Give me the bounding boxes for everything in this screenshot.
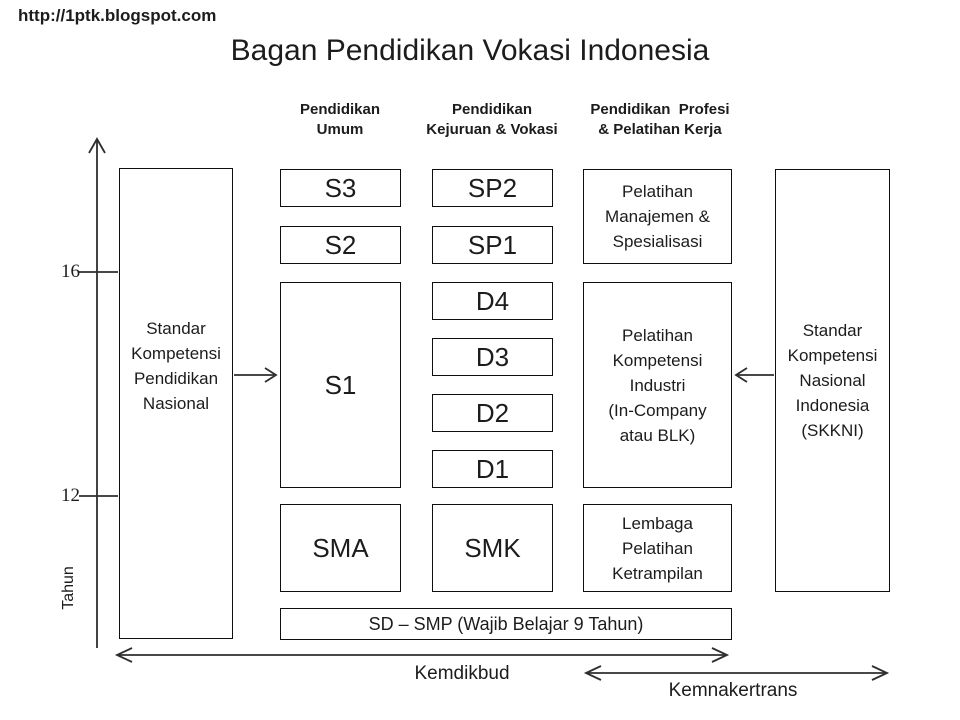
box-skkni: Standar Kompetensi Nasional Indonesia (S… xyxy=(775,169,890,592)
kemnakertrans-label: Kemnakertrans xyxy=(668,680,798,701)
box-sd-smp-wajib-belajar: SD – SMP (Wajib Belajar 9 Tahun) xyxy=(280,608,732,640)
box-standar-kompetensi-pendidikan-nasional: Standar Kompetensi Pendidikan Nasional xyxy=(119,168,233,639)
box-s3: S3 xyxy=(280,169,401,207)
box-sma: SMA xyxy=(280,504,401,592)
header-pendidikan-umum: Pendidikan Umum xyxy=(299,101,381,138)
kemnakertrans-range-arrow xyxy=(583,665,890,681)
box-lembaga-pelatihan-ketrampilan: Lembaga Pelatihan Ketrampilan xyxy=(583,504,732,592)
box-sp1: SP1 xyxy=(432,226,553,264)
box-d3: D3 xyxy=(432,338,553,376)
arrow-standar-pendidikan-to-s1 xyxy=(234,367,278,383)
header-pendidikan-kejuruan-vokasi: Pendidikan Kejuruan & Vokasi xyxy=(426,101,558,138)
source-url: http://1ptk.blogspot.com xyxy=(18,6,217,25)
box-pelatihan-kompetensi-industri: Pelatihan Kompetensi Industri (In-Compan… xyxy=(583,282,732,488)
header-pendidikan-profesi-pelatihan: Pendidikan Profesi & Pelatihan Kerja xyxy=(590,101,730,138)
axis-tick-16-label: 16 xyxy=(61,261,80,282)
box-smk: SMK xyxy=(432,504,553,592)
box-pelatihan-manajemen-spesialisasi: Pelatihan Manajemen & Spesialisasi xyxy=(583,169,732,264)
page-title: Bagan Pendidikan Vokasi Indonesia xyxy=(230,34,710,67)
kemdikbud-label: Kemdikbud xyxy=(414,663,510,684)
box-d2: D2 xyxy=(432,394,553,432)
axis-tahun-label: Tahun xyxy=(60,566,77,610)
year-axis-arrow xyxy=(79,137,118,648)
kemdikbud-range-arrow xyxy=(114,647,730,663)
axis-tick-12-label: 12 xyxy=(61,485,80,506)
box-d4: D4 xyxy=(432,282,553,320)
box-s2: S2 xyxy=(280,226,401,264)
box-s1: S1 xyxy=(280,282,401,488)
box-d1: D1 xyxy=(432,450,553,488)
box-sp2: SP2 xyxy=(432,169,553,207)
arrow-skkni-to-pelatihan-industri xyxy=(734,367,774,383)
